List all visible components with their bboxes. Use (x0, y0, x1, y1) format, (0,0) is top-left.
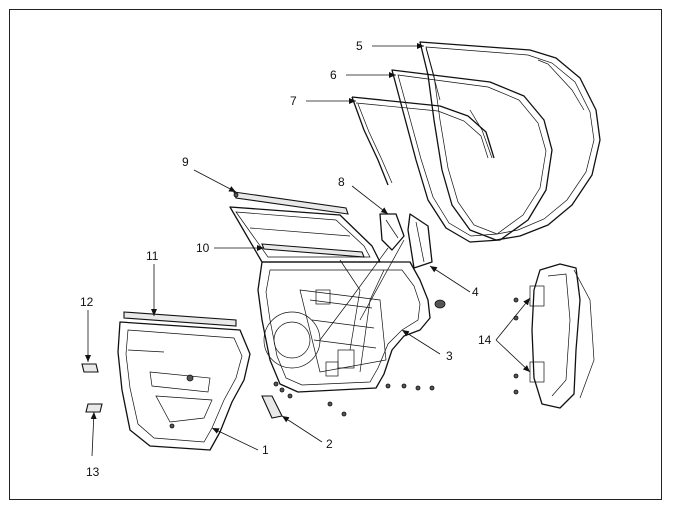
callout-11: 11 (146, 249, 159, 263)
callout-9: 9 (182, 155, 189, 169)
door-trim-panel (117, 321, 251, 451)
speaker-bracket (261, 395, 283, 419)
weatherstrip-outer (419, 41, 601, 241)
callout-13: 13 (86, 465, 100, 479)
switch-cover (81, 363, 99, 373)
weatherstrip-body-side (391, 69, 553, 243)
callout-1: 1 (262, 443, 269, 457)
diagram-frame (9, 9, 662, 500)
callout-5: 5 (356, 39, 363, 53)
callout-14: 14 (478, 333, 492, 347)
leader-lines (85, 43, 531, 457)
handle-cover (85, 403, 103, 413)
callout-3: 3 (446, 349, 453, 363)
glass-run-channel (351, 96, 495, 186)
callout-12: 12 (80, 295, 94, 309)
callout-10: 10 (196, 241, 210, 255)
weatherstrip-inside (261, 243, 365, 258)
hinge-assembly (513, 263, 595, 409)
belt-moulding-outside (233, 191, 349, 215)
callout-7: 7 (290, 94, 297, 108)
callout-4: 4 (472, 285, 479, 299)
callout-6: 6 (330, 68, 337, 82)
callout-8: 8 (338, 175, 345, 189)
callout-2: 2 (326, 437, 333, 451)
door-panel-module (257, 213, 446, 417)
